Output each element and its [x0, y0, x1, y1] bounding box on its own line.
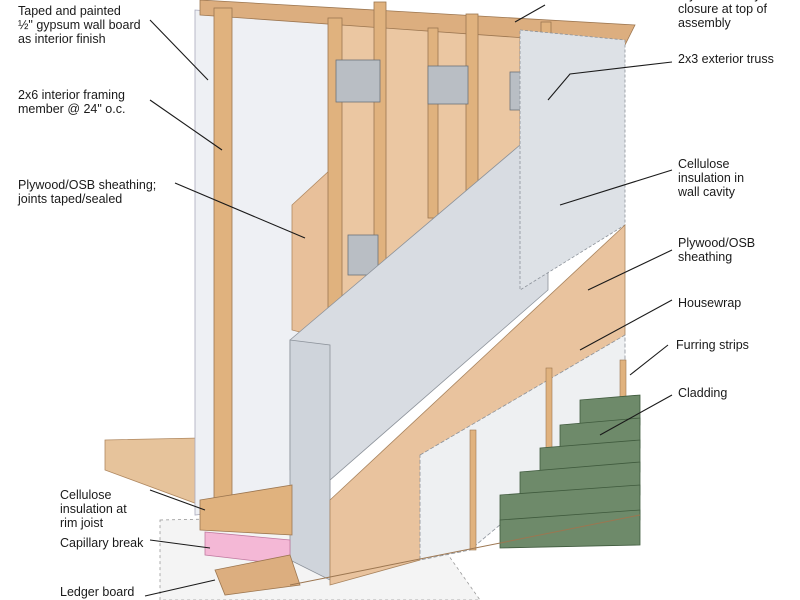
- label-cavity-closure: Plywood cavity closure at top of assembl…: [678, 0, 767, 30]
- label-furring-strips: Furring strips: [676, 338, 749, 352]
- label-inner-sheathing: Plywood/OSB sheathing; joints taped/seal…: [18, 178, 157, 206]
- truss-plate: [427, 65, 469, 105]
- leader-lines: [144, 4, 673, 597]
- label-cellulose-rim-joist: Cellulose insulation at rim joist: [60, 488, 127, 530]
- cellulose-lower: [289, 339, 331, 581]
- ledger-board: [214, 554, 301, 596]
- truss-plate: [347, 234, 379, 276]
- label-exterior-truss: 2x3 exterior truss: [678, 52, 774, 66]
- label-cellulose-cavity: Cellulose insulation in wall cavity: [678, 157, 745, 199]
- furring-strip: [469, 429, 477, 551]
- label-gypsum-wall-board: Taped and painted ½" gypsum wall board a…: [18, 4, 141, 46]
- label-housewrap: Housewrap: [678, 296, 742, 310]
- interior-stud: [427, 27, 439, 219]
- label-capillary-break: Capillary break: [60, 536, 144, 550]
- label-interior-framing: 2x6 interior framing member @ 24" o.c.: [18, 88, 126, 116]
- truss-plate: [335, 59, 381, 103]
- rim-joist: [199, 484, 293, 536]
- label-ledger-board: Ledger board: [60, 585, 135, 599]
- label-outer-sheathing: Plywood/OSB sheathing: [678, 236, 756, 264]
- label-cladding: Cladding: [678, 386, 728, 400]
- base-line: [289, 514, 641, 586]
- interior-stud: [213, 7, 233, 504]
